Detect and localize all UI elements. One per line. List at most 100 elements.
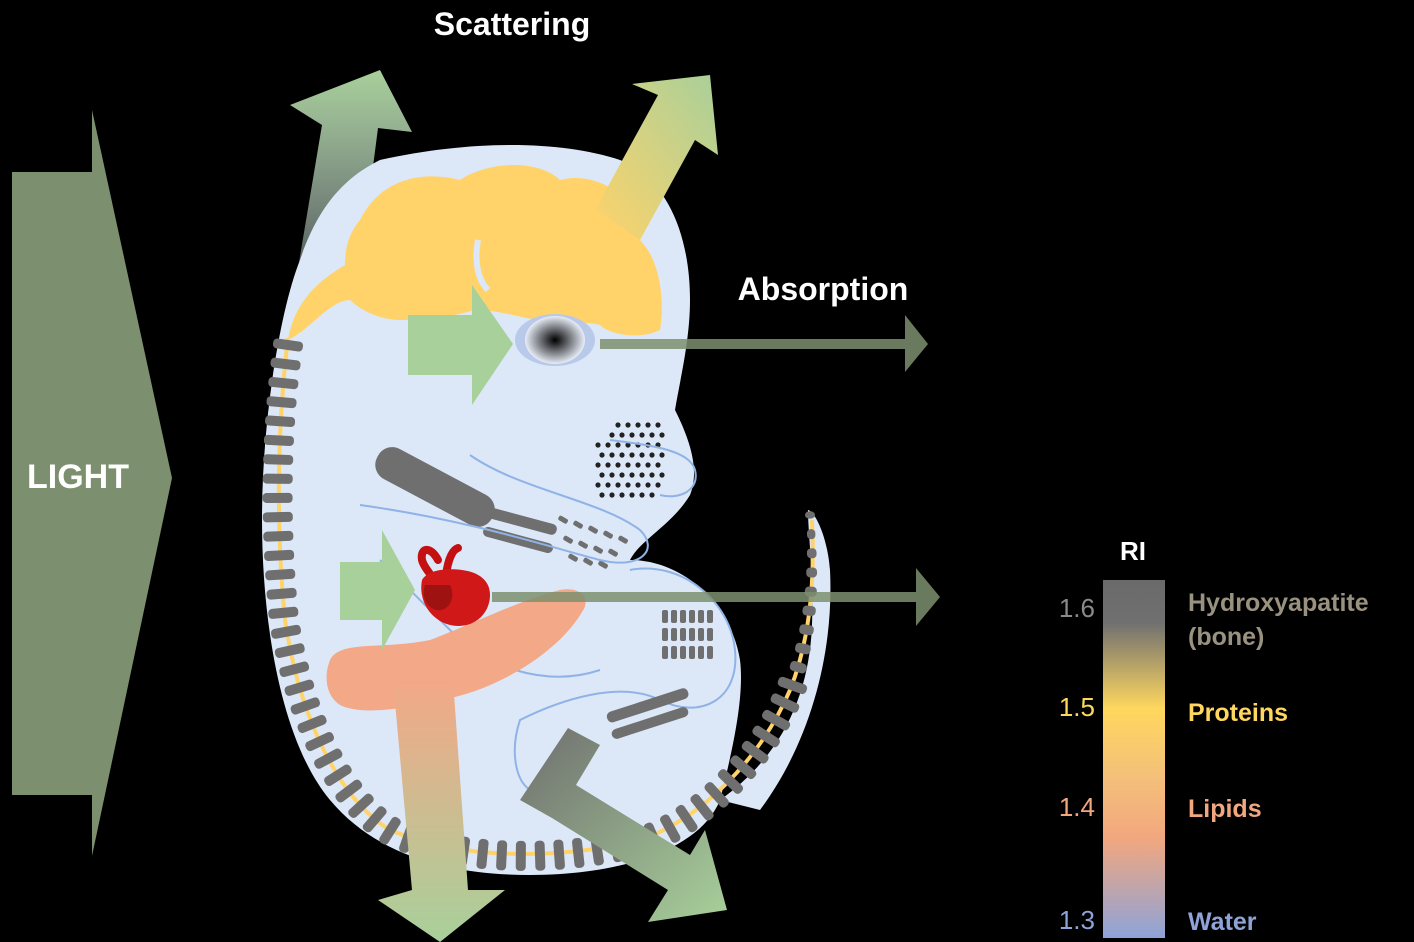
legend-hydroxyapatite: Hydroxyapatite xyxy=(1188,589,1369,617)
jaw-dot xyxy=(645,482,650,487)
legend-lipids: Lipids xyxy=(1188,795,1262,823)
vertebra xyxy=(516,841,526,871)
vertebra xyxy=(807,529,816,539)
jaw-dot xyxy=(659,472,664,477)
vertebra xyxy=(769,692,800,714)
jaw-dot xyxy=(615,482,620,487)
foot-bone xyxy=(698,646,704,659)
tick-1-3: 1.3 xyxy=(1059,905,1095,935)
legend-title: RI xyxy=(1120,536,1146,566)
legend-water: Water xyxy=(1188,908,1257,936)
vertebra xyxy=(265,415,296,427)
tick-1-5: 1.5 xyxy=(1059,692,1095,722)
vertebra xyxy=(496,840,507,870)
jaw-dot xyxy=(605,442,610,447)
vertebra xyxy=(263,474,293,484)
vertebra xyxy=(265,569,296,581)
jaw-dot xyxy=(599,492,604,497)
foot-bone xyxy=(671,628,677,641)
jaw-dot xyxy=(635,482,640,487)
vertebra xyxy=(263,454,293,465)
foot-bone xyxy=(680,628,686,641)
jaw-dot xyxy=(609,492,614,497)
foot-bone xyxy=(707,628,713,641)
jaw-dot xyxy=(605,462,610,467)
foot-bone xyxy=(689,610,695,623)
foot-bone xyxy=(707,646,713,659)
foot-bone xyxy=(662,628,668,641)
vertebra xyxy=(761,708,792,731)
vertebra xyxy=(807,548,817,558)
ri-colorbar xyxy=(1103,580,1165,938)
jaw-dot xyxy=(609,472,614,477)
vertebra xyxy=(534,841,545,871)
vertebra xyxy=(794,642,811,655)
jaw-dot xyxy=(595,462,600,467)
jaw-dot xyxy=(659,432,664,437)
vertebra xyxy=(789,660,808,674)
jaw-dot xyxy=(639,432,644,437)
jaw-dot xyxy=(639,492,644,497)
jaw-dot xyxy=(629,432,634,437)
jaw-dot xyxy=(619,472,624,477)
jaw-dot xyxy=(615,422,620,427)
eye-pupil xyxy=(525,316,585,364)
light-label: LIGHT xyxy=(27,458,129,496)
jaw-dot xyxy=(619,452,624,457)
jaw-dot xyxy=(635,462,640,467)
jaw-dot xyxy=(639,452,644,457)
foot-bone xyxy=(680,646,686,659)
foot-bone xyxy=(698,610,704,623)
jaw-dot xyxy=(655,482,660,487)
foot-bone xyxy=(689,646,695,659)
jaw-dot xyxy=(649,492,654,497)
jaw-dot xyxy=(615,442,620,447)
vertebra xyxy=(805,511,815,518)
jaw-dot xyxy=(649,452,654,457)
vertebra xyxy=(802,605,816,616)
jaw-dot xyxy=(625,422,630,427)
ri-legend: RI 1.6 1.5 1.4 1.3 Hydroxyapatite (bone)… xyxy=(1059,536,1369,938)
jaw-dot xyxy=(605,482,610,487)
vertebra xyxy=(264,550,294,562)
foot-bone xyxy=(662,646,668,659)
scattering-label: Scattering xyxy=(434,6,590,42)
foot-bone xyxy=(689,628,695,641)
vertebra xyxy=(263,493,293,503)
jaw-dot xyxy=(629,452,634,457)
jaw-dot xyxy=(645,422,650,427)
jaw-dot xyxy=(625,482,630,487)
absorption-label: Absorption xyxy=(738,271,909,307)
foot-bone xyxy=(671,610,677,623)
jaw-dot xyxy=(639,472,644,477)
vertebra xyxy=(751,724,782,749)
jaw-dot xyxy=(645,462,650,467)
jaw-dot xyxy=(599,472,604,477)
foot-bone xyxy=(680,610,686,623)
jaw-dot xyxy=(649,432,654,437)
jaw-dot xyxy=(609,432,614,437)
tick-1-4: 1.4 xyxy=(1059,792,1095,822)
foot-bone xyxy=(707,610,713,623)
jaw-dot xyxy=(635,422,640,427)
foot-bone xyxy=(671,646,677,659)
tick-1-6: 1.6 xyxy=(1059,593,1095,623)
legend-proteins: Proteins xyxy=(1188,699,1288,727)
foot-bone xyxy=(662,610,668,623)
jaw-dot xyxy=(629,472,634,477)
jaw-dot xyxy=(619,492,624,497)
jaw-dot xyxy=(595,482,600,487)
jaw-dot xyxy=(595,442,600,447)
jaw-dot xyxy=(625,462,630,467)
jaw-dot xyxy=(599,452,604,457)
jaw-dot xyxy=(655,422,660,427)
jaw-dot xyxy=(659,452,664,457)
jaw-dot xyxy=(649,472,654,477)
jaw-dot xyxy=(629,492,634,497)
vertebra xyxy=(263,512,293,523)
vertebra xyxy=(806,567,817,577)
legend-hydroxyapatite-sub: (bone) xyxy=(1188,623,1264,651)
jaw-dot xyxy=(609,452,614,457)
vertebra xyxy=(264,435,294,446)
